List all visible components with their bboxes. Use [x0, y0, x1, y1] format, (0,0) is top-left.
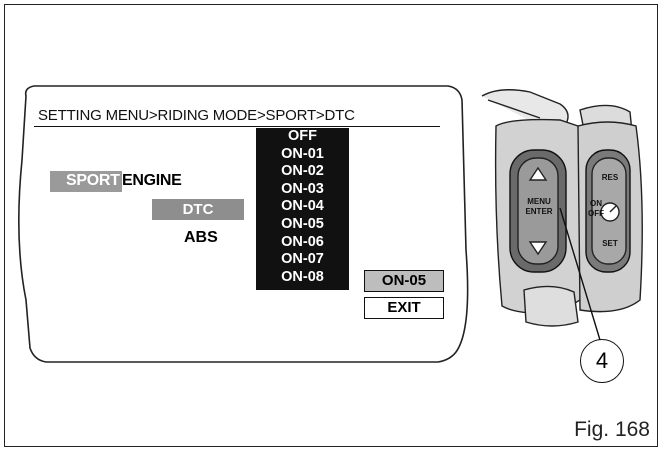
- figure-label: Fig. 168: [574, 418, 650, 441]
- dtc-level-list: OFF ON-01 ON-02 ON-03 ON-04 ON-05 ON-06 …: [256, 128, 349, 290]
- sport-highlight: [50, 171, 122, 192]
- dtc-level-option[interactable]: ON-03: [281, 180, 324, 197]
- riding-mode-label: SPORT: [66, 172, 120, 189]
- menu-button-label: MENU: [527, 197, 551, 206]
- dtc-level-option[interactable]: ON-05: [281, 215, 324, 232]
- dtc-level-option[interactable]: ON-04: [281, 198, 324, 215]
- dtc-level-option[interactable]: ON-08: [281, 268, 324, 285]
- dtc-level-option[interactable]: ON-06: [281, 233, 324, 250]
- exit-button[interactable]: EXIT: [364, 297, 444, 319]
- enter-button-label: ENTER: [525, 207, 552, 216]
- off-label: OFF: [588, 209, 604, 218]
- res-button-label: RES: [602, 173, 619, 182]
- callout-number-4: 4: [580, 339, 624, 383]
- on-label: ON: [590, 199, 602, 208]
- dtc-level-option[interactable]: OFF: [288, 128, 317, 144]
- figure-frame: [4, 4, 658, 447]
- selected-level-box[interactable]: ON-05: [364, 270, 444, 292]
- engine-menu-item[interactable]: ENGINE: [122, 172, 182, 189]
- dtc-level-option[interactable]: ON-01: [281, 145, 324, 162]
- set-button-label: SET: [602, 239, 618, 248]
- abs-menu-item[interactable]: ABS: [184, 229, 218, 246]
- dtc-level-option[interactable]: ON-07: [281, 251, 324, 268]
- dtc-menu-item[interactable]: DTC: [152, 199, 244, 220]
- menu-breadcrumb: SETTING MENU>RIDING MODE>SPORT>DTC: [38, 107, 355, 124]
- dtc-level-option[interactable]: ON-02: [281, 163, 324, 180]
- breadcrumb-divider: [34, 126, 440, 127]
